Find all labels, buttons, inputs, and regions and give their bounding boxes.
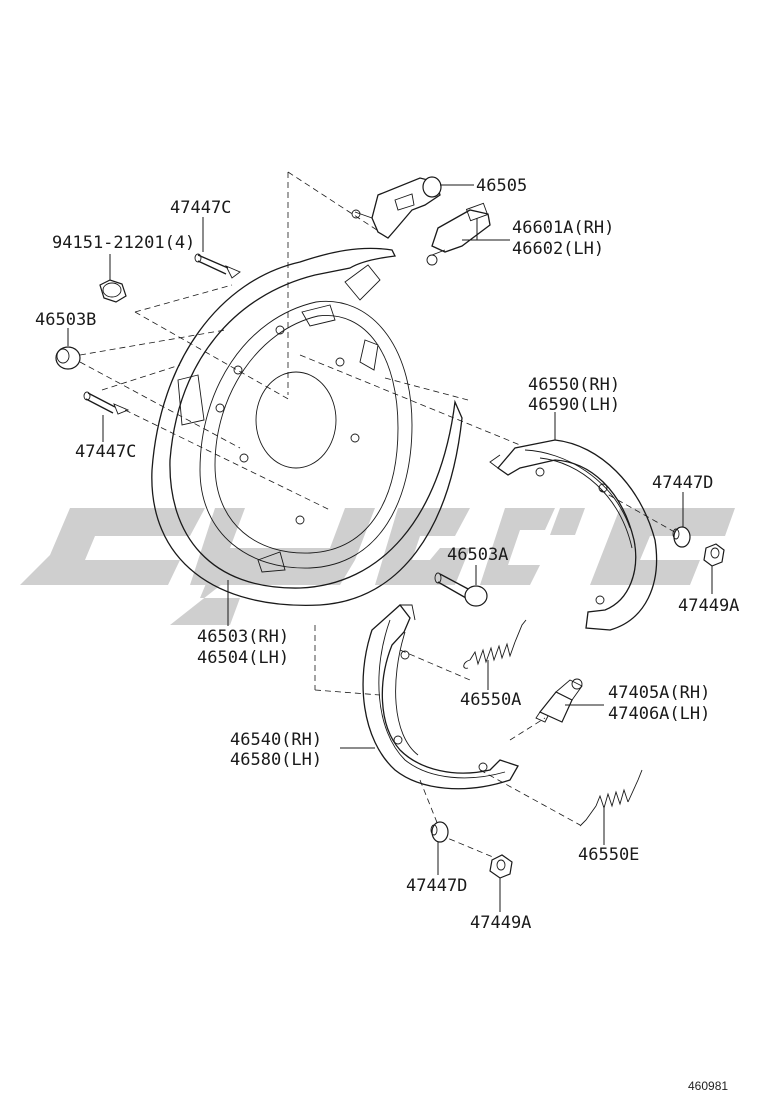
label-46540: 46540(RH) xyxy=(230,730,322,750)
label-47447d-bottom: 47447D xyxy=(406,876,467,896)
bolt-47447c-top xyxy=(194,253,241,279)
label-47447d-right: 47447D xyxy=(652,473,713,493)
leader-lines xyxy=(67,184,713,912)
nut-94151 xyxy=(99,279,127,303)
brake-sensor xyxy=(426,202,491,266)
diagram-id: 460981 xyxy=(688,1079,728,1093)
parking-brake-lever xyxy=(351,176,442,239)
label-46550e: 46550E xyxy=(578,845,639,865)
watermark-logo xyxy=(20,508,735,625)
label-94151: 94151-21201(4) xyxy=(52,233,195,253)
nut-47449a-right xyxy=(703,543,725,567)
label-46503a: 46503A xyxy=(447,545,508,565)
label-46580: 46580(LH) xyxy=(230,750,322,770)
pin-47447d-right xyxy=(672,526,691,548)
backing-plate xyxy=(151,247,463,606)
label-47447c-bottom: 47447C xyxy=(75,442,136,462)
label-47449a-bottom: 47449A xyxy=(470,913,531,933)
label-46590: 46590(LH) xyxy=(528,395,620,415)
brake-shoe-46540 xyxy=(362,604,519,790)
nut-47449a-bottom xyxy=(489,854,513,879)
part-labels: 46505 46601A(RH) 46602(LH) 47447C 94151-… xyxy=(35,176,739,933)
label-47405a: 47405A(RH) xyxy=(608,683,710,703)
label-47449a-right: 47449A xyxy=(678,596,739,616)
label-46601a: 46601A(RH) xyxy=(512,218,614,238)
label-46550: 46550(RH) xyxy=(528,375,620,395)
label-46503b: 46503B xyxy=(35,310,96,330)
label-46505: 46505 xyxy=(476,176,527,196)
label-47406a: 47406A(LH) xyxy=(608,704,710,724)
spring-46550a xyxy=(463,619,527,669)
spring-46550e xyxy=(579,769,643,827)
label-46550a: 46550A xyxy=(460,690,521,710)
pin-46503a xyxy=(434,572,488,607)
bolt-47447c-bottom xyxy=(83,391,130,415)
grommet-46503b xyxy=(55,346,81,370)
brake-shoe-46550 xyxy=(489,439,658,631)
adjuster-47405a xyxy=(535,678,583,723)
label-46504: 46504(LH) xyxy=(197,648,289,668)
label-46602: 46602(LH) xyxy=(512,239,604,259)
label-47447c-top: 47447C xyxy=(170,198,231,218)
label-46503: 46503(RH) xyxy=(197,627,289,647)
pin-47447d-bottom xyxy=(430,821,449,843)
